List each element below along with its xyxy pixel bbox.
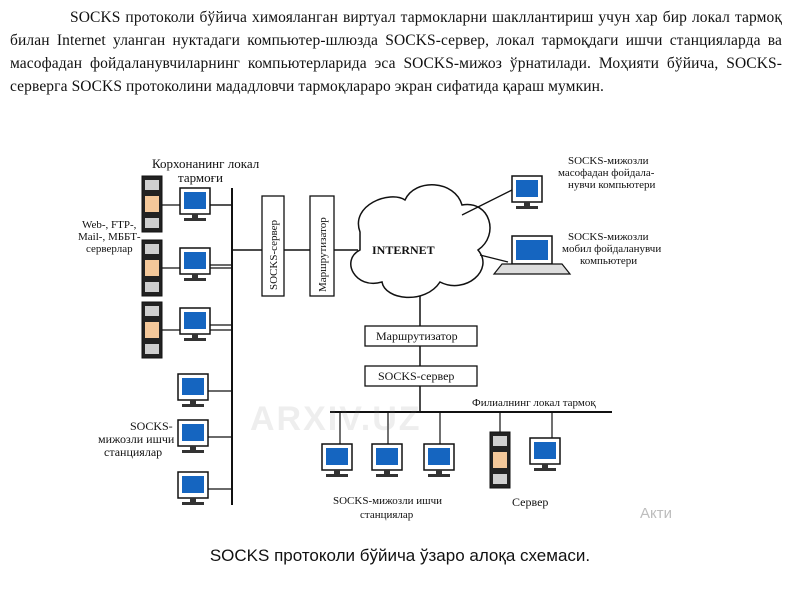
servers-label: Web-, FTP-,	[82, 219, 137, 231]
socks-client-stations-label: SOCKS-	[130, 419, 173, 433]
branch-workstation-1	[321, 412, 353, 478]
branch-server	[489, 412, 561, 489]
intro-paragraph: SOCKS протоколи бўйича химояланган вирту…	[10, 9, 782, 95]
branch-router-label: Маршрутизатор	[376, 329, 458, 343]
corp-workstation-3	[179, 307, 232, 342]
servers-label-3: серверлар	[86, 243, 133, 255]
branch-router-box	[364, 325, 478, 347]
corp-workstation-2	[179, 247, 232, 282]
servers-label-2: Mail-, МББТ-	[78, 231, 141, 243]
branch-socks-server-box	[364, 365, 478, 387]
figure-caption: SOCKS протоколи бўйича ўзаро алоқа схема…	[209, 546, 591, 565]
branch-server-label: Сервер	[512, 495, 548, 509]
remote-client-label: SOCKS-мижозли	[568, 155, 649, 167]
corp-workstation-6	[177, 471, 232, 506]
corp-workstation-4	[177, 373, 232, 408]
remote-client-label-3: нувчи компьютери	[568, 179, 656, 191]
mobile-client-label-3: компьютери	[580, 255, 637, 267]
remote-client-label-2: масофадан фойдала-	[558, 167, 655, 179]
mobile-client-label-2: мобил фойдаланувчи	[562, 243, 661, 255]
socks-client-stations-label-3: станциялар	[104, 445, 162, 459]
corp-lan-title-2: тармоғи	[178, 170, 223, 185]
corp-lan-title: Корхонанинг локал	[152, 156, 260, 171]
corp-workstation-1	[179, 187, 232, 222]
watermark: ARXIV.UZ	[250, 400, 422, 438]
internet-label: INTERNET	[372, 243, 435, 257]
corp-router-box	[309, 195, 335, 297]
mobile-client-label: SOCKS-мижозли	[568, 231, 649, 243]
branch-lan-label: Филиалнинг локал тармоқ	[472, 397, 596, 409]
branch-socks-server-label: SOCKS-сервер	[378, 369, 454, 383]
internet-cloud	[350, 184, 491, 299]
branch-stations-label: SOCKS-мижозли ишчи	[333, 495, 442, 507]
socks-client-stations-label-2: мижозли ишчи	[98, 432, 175, 446]
corp-socks-server-label: SOCKS-сервер	[268, 219, 280, 290]
mobile-client-laptop	[492, 235, 572, 275]
branch-workstation-3	[423, 412, 455, 478]
branch-workstation-2	[371, 412, 403, 478]
branch-stations-label-2: станциялар	[360, 509, 414, 521]
corp-socks-server-box	[261, 195, 285, 297]
activation-overlay-text: Акти	[640, 505, 672, 522]
remote-client-computer	[511, 175, 543, 210]
corp-router-label: Маршрутизатор	[317, 217, 329, 292]
corp-workstation-5	[177, 419, 232, 454]
